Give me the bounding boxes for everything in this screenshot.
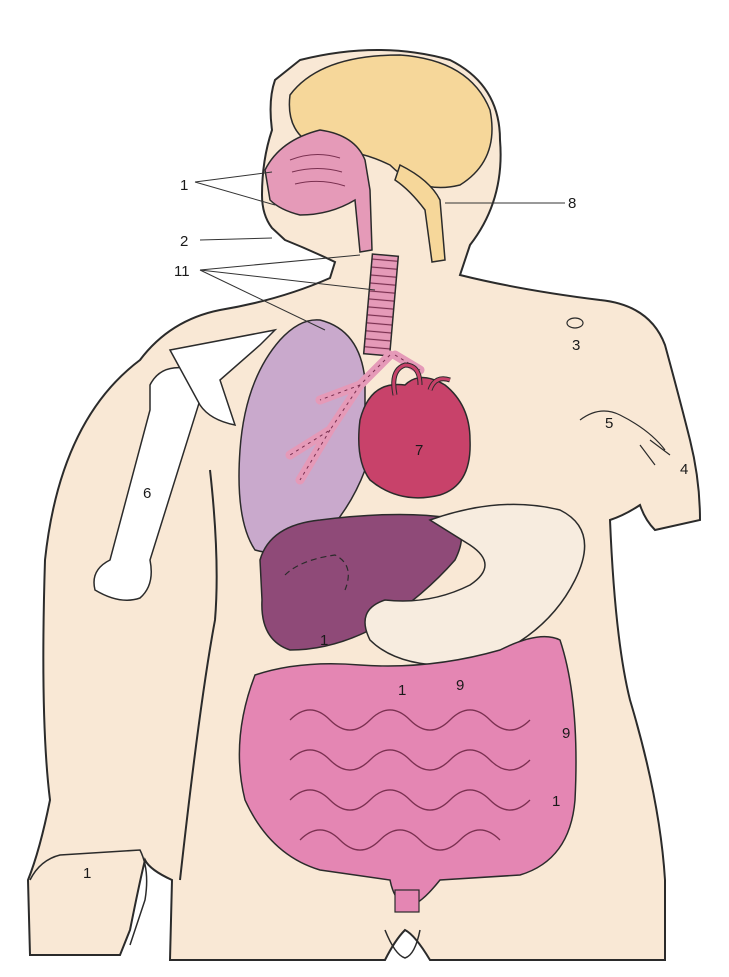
label-8-spine: 8 bbox=[568, 195, 576, 212]
heart bbox=[359, 378, 470, 498]
label-11-throat: 11 bbox=[174, 263, 190, 280]
label-1-nose: 1 bbox=[180, 177, 188, 194]
label-9-intestine: 9 bbox=[456, 677, 464, 694]
label-4-elbow: 4 bbox=[680, 461, 688, 478]
rectum bbox=[395, 890, 419, 912]
label-6-humerus: 6 bbox=[143, 485, 151, 502]
label-3-shoulder: 3 bbox=[572, 337, 580, 354]
label-1-hand: 1 bbox=[83, 865, 91, 882]
shoulder-feature bbox=[567, 318, 583, 328]
label-9-colon: 9 bbox=[562, 725, 570, 742]
label-5-arm: 5 bbox=[605, 415, 613, 432]
label-7-heart: 7 bbox=[415, 442, 423, 459]
label-1-colon: 1 bbox=[552, 793, 560, 810]
label-2-mouth: 2 bbox=[180, 233, 188, 250]
label-1-liver: 1 bbox=[320, 632, 328, 649]
label-1-intestine: 1 bbox=[398, 682, 406, 699]
